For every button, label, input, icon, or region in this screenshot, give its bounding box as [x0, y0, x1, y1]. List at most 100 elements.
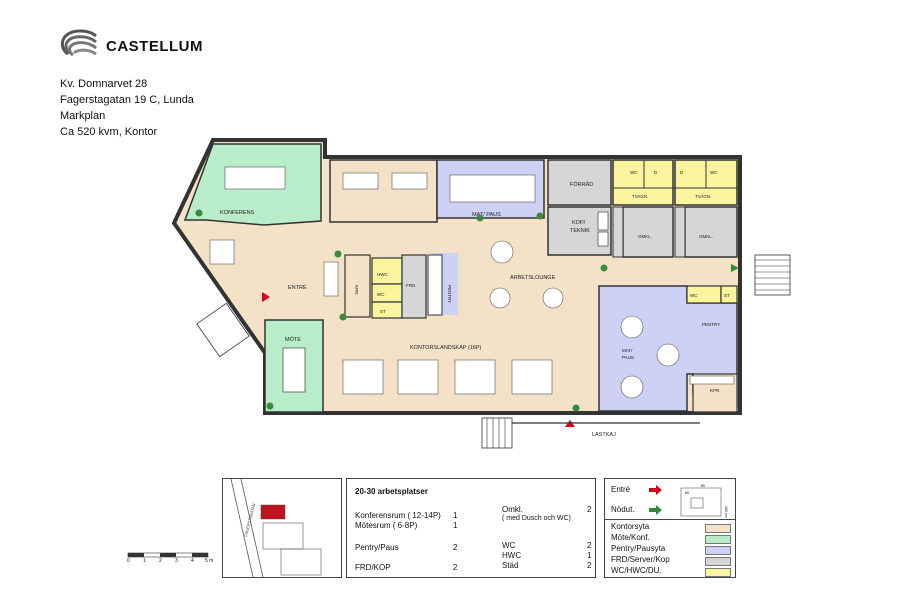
scale-tick: 4: [191, 558, 194, 564]
pentry-counter: [689, 375, 735, 385]
dimension-label: 80: [701, 484, 705, 488]
legend-swatch-kontor: [705, 524, 731, 533]
room-label-pentry-center: PENTRY: [447, 285, 452, 303]
summary-row-label: HWC: [502, 551, 522, 560]
desk-cluster: [209, 239, 235, 265]
room-tvagn-left: [612, 159, 674, 206]
round-table: [620, 315, 644, 339]
summary-row-label: FRD/KOP: [355, 563, 391, 572]
legend-nodut: Nödut.: [611, 505, 635, 514]
summary-row-value: 2: [453, 543, 458, 552]
scale-bar-graphic: [127, 552, 209, 558]
scale-tick: 2: [159, 558, 162, 564]
room-label-st: ST: [724, 293, 730, 298]
room-omkl-right: [684, 206, 738, 258]
room-label-wc: WC: [710, 170, 718, 175]
room-label-tvagn: TVAGN.: [695, 194, 711, 199]
legend-swatch-wc: [705, 568, 731, 577]
brand-name: CASTELLUM: [106, 37, 203, 55]
room-label-mat-paus-top: MAT/ PAUS: [472, 212, 501, 218]
room-label-kop: KOP/: [572, 220, 586, 226]
room-label-konferens: KONFERENS: [220, 210, 255, 216]
room-label-wc: WC: [377, 292, 385, 297]
castellum-logo-icon: [60, 29, 97, 57]
summary-row-label: Omkl.: [502, 505, 523, 514]
room-label-wc: WC: [690, 293, 698, 298]
round-table: [490, 240, 514, 264]
room-label-d: D: [654, 170, 658, 175]
brand: CASTELLUM: [60, 28, 203, 64]
room-shower: [674, 206, 686, 258]
equipment-icon: [597, 231, 609, 247]
locator-map-drawing: FAGERSTAGATAN: [230, 478, 322, 578]
legend-item-label: WC/HWC/DU.: [611, 566, 662, 575]
scale-tick: 1: [143, 558, 146, 564]
room-label-omkl: OMKL.: [638, 234, 652, 239]
desk-cluster: [391, 172, 428, 190]
entrance-arrow-icon: [649, 485, 662, 495]
room-label-d: D: [680, 170, 684, 175]
summary-row-label: ( med Dusch och WC): [502, 515, 571, 522]
building-highlight: [260, 504, 286, 520]
legend-panel: Entré Nödut. 60 80 160 cm Kontorsyta Möt…: [604, 478, 736, 578]
room-shower: [612, 206, 624, 258]
room-label-forrad: FÖRRÅD: [570, 181, 593, 188]
room-label-st: ST: [380, 309, 386, 314]
room-label-omkl: OMKL.: [699, 234, 713, 239]
legend-swatch-mote: [705, 535, 731, 544]
locator-map: FAGERSTAGATAN: [222, 478, 342, 578]
plants: [195, 209, 608, 412]
round-table: [542, 287, 564, 309]
summary-row-label: Städ: [502, 561, 519, 570]
room-label-kpr: KPR.: [710, 388, 721, 393]
room-office-top: [329, 159, 438, 223]
summary-row-label: Konferensrum ( 12-14P): [355, 511, 441, 520]
room-hwc: [371, 257, 403, 285]
room-label-frd: FRD.: [406, 283, 417, 288]
dimension-label: 160 cm: [724, 506, 728, 518]
desk-cluster: [342, 172, 379, 190]
scale-tick: 0: [127, 558, 130, 564]
summary-row-label: Pentry/Paus: [355, 543, 399, 552]
summary-row-label: WC: [502, 541, 516, 550]
room-label-mat: MAT/: [622, 348, 633, 353]
pentry-counter: [427, 254, 443, 316]
round-table: [656, 343, 680, 367]
dimension-label: 60: [685, 491, 689, 495]
street-label: FAGERSTAGATAN: [243, 503, 256, 538]
room-omkl-left: [622, 206, 674, 258]
scale-tick: 5 m: [205, 558, 214, 564]
emergency-exit-arrow-icon: [731, 264, 739, 272]
legend-swatch-pentry: [705, 546, 731, 555]
desk-dimension-icon: 60 80 160 cm: [680, 484, 728, 518]
legend-entre-label: Entré: [611, 485, 631, 494]
desk-cluster: [511, 359, 553, 395]
desk-cluster: [342, 359, 384, 395]
room-label-kpr: KPR.: [354, 285, 359, 296]
meeting-table: [282, 347, 306, 393]
conference-table: [224, 166, 286, 190]
desk-cluster: [397, 359, 439, 395]
info-line: Fagerstagatan 19 C, Lunda: [60, 94, 194, 106]
room-label-paus: PAUS: [622, 355, 634, 360]
room-label-arbetslounge: ARBETSLOUNGE: [510, 275, 556, 281]
legend-item-label: Kontorsyta: [611, 522, 650, 531]
room-label-mote: MÖTE: [285, 336, 301, 343]
room-label-entre: ENTRÉ: [288, 284, 307, 291]
legend-item-label: FRD/Server/Kop: [611, 555, 670, 564]
equipment-icon: [597, 211, 609, 231]
furniture: [209, 166, 680, 399]
round-table: [620, 375, 644, 399]
legend-item-label: Möte/Konf.: [611, 533, 650, 542]
legend-swatch-service: [705, 557, 731, 566]
property-info: Kv. Domnarvet 28 Fagerstagatan 19 C, Lun…: [60, 76, 194, 140]
summary-row-value: 2: [453, 563, 458, 572]
info-line: Kv. Domnarvet 28: [60, 78, 148, 90]
summary-row-value: 2: [587, 561, 592, 570]
entrance-arrow-icon: [262, 292, 270, 302]
emergency-exit-arrow-icon: [649, 505, 662, 515]
summary-row-value: 1: [453, 511, 458, 520]
summary-panel: 20-30 arbetsplatser Konferensrum ( 12-14…: [346, 478, 596, 578]
dining-tables: [449, 174, 536, 203]
legend-item-label: Pentry/Pausyta: [611, 544, 666, 553]
